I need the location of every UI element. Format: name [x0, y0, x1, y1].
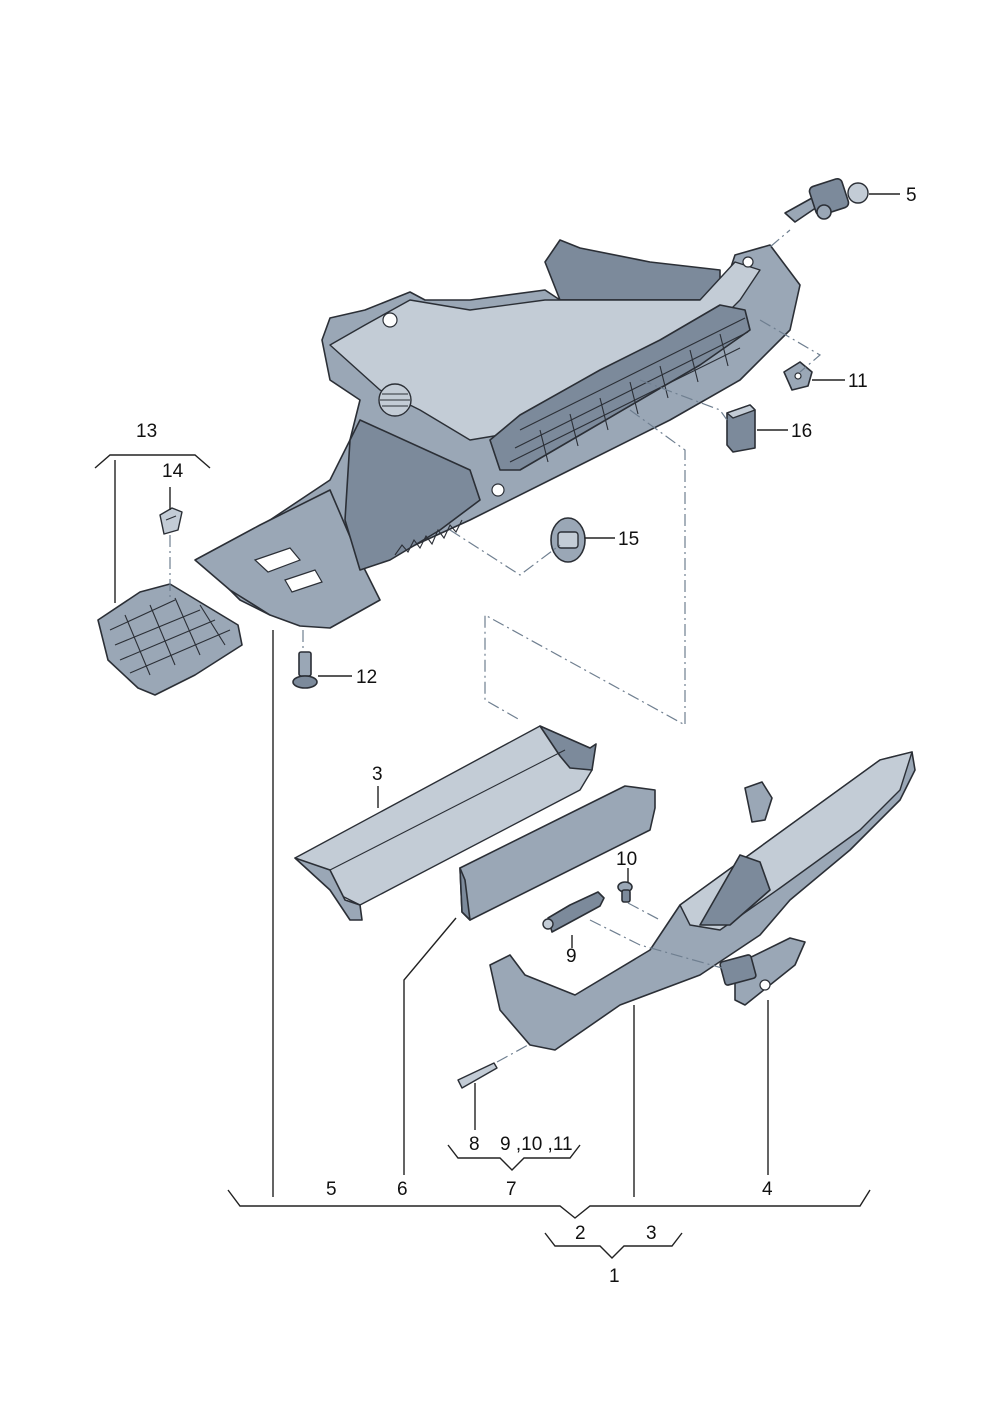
assembly-lines: [169, 229, 822, 1063]
callout-11: 11: [848, 371, 868, 392]
grommet-part-15: [550, 517, 586, 563]
callout-12: 12: [356, 667, 377, 688]
callout-4: 4: [762, 1179, 773, 1200]
screw-part-10: [617, 881, 633, 903]
callout-5-top: 5: [906, 185, 917, 206]
callout-6: 6: [397, 1179, 408, 1200]
callout-7: 7: [506, 1179, 517, 1200]
callout-9-10-11: 9 ,10 ,11: [500, 1134, 573, 1155]
callout-14: 14: [162, 461, 184, 482]
shelf-insert-part-3: [294, 725, 597, 921]
callout-2: 2: [575, 1223, 586, 1244]
door-panel-part-6: [459, 785, 656, 921]
callout-13: 13: [136, 421, 157, 442]
callout-1: 1: [609, 1266, 620, 1287]
handle-part-4: [719, 937, 806, 1006]
callout-15: 15: [618, 529, 639, 550]
bolt-part-12: [292, 651, 318, 689]
callout-8: 8: [469, 1134, 480, 1155]
glovebox-housing: [194, 239, 801, 629]
pin-part-8: [457, 1062, 498, 1089]
leader-lines: [94, 193, 900, 1259]
clip-nut-part-14: [159, 507, 183, 535]
grille-cover-part-13: [97, 583, 243, 696]
callout-labels: 5 11 16 15 13 14 12 3 10 9 8 9 ,10 ,11 7…: [136, 185, 917, 1287]
callout-10: 10: [616, 849, 637, 870]
callout-16: 16: [791, 421, 812, 442]
callout-3-mid: 3: [372, 764, 383, 785]
callout-5-bottom: 5: [326, 1179, 337, 1200]
glovebox-lid-part-7: [489, 751, 916, 1051]
latch-part-9: [542, 891, 605, 933]
lock-actuator-part: [784, 177, 869, 223]
callout-3-bottom: 3: [646, 1223, 657, 1244]
callout-9: 9: [566, 946, 577, 967]
clip-part-11: [783, 361, 813, 391]
cap-part-16: [726, 404, 756, 453]
